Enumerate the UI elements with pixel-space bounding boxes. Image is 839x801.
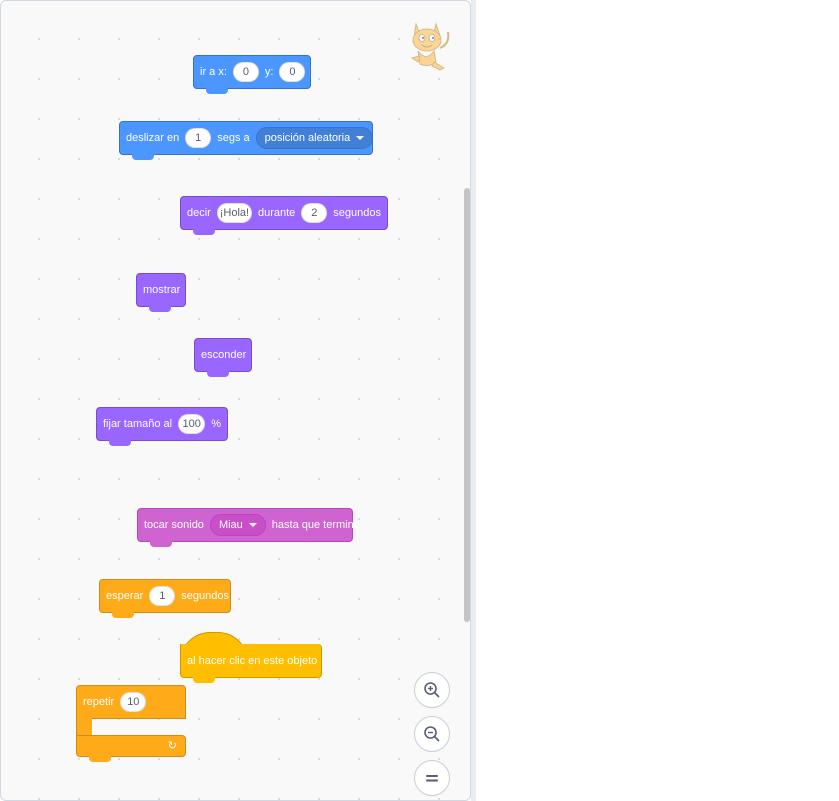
workspace-edge xyxy=(471,0,476,801)
size-label: fijar tamaño al xyxy=(103,418,173,430)
play-sound-label: tocar sonido xyxy=(144,519,204,531)
loop-arrow-icon: ↻ xyxy=(167,740,177,752)
sprite-cat-icon xyxy=(410,22,450,71)
glide-block[interactable]: deslizar en 1 segs a posición aleatoria xyxy=(119,121,374,160)
wait-unit: segundos xyxy=(181,590,230,602)
goto-y-input[interactable]: 0 xyxy=(279,62,306,82)
goto-label: ir a x: xyxy=(200,66,227,78)
set-size-block[interactable]: fijar tamaño al 100 % xyxy=(96,407,228,446)
goto-y-label: y: xyxy=(264,66,274,78)
say-for-secs-block[interactable]: decir ¡Hola! durante 2 segundos xyxy=(180,196,388,235)
vertical-scrollbar[interactable] xyxy=(464,188,470,622)
play-sound-until-label: hasta que termine xyxy=(271,519,360,531)
size-unit: % xyxy=(211,418,221,430)
sound-value: Miau xyxy=(218,519,243,531)
zoom-in-icon xyxy=(424,682,440,698)
repeat-block[interactable]: repetir 10 ↻ xyxy=(76,685,186,762)
say-secs-label: segundos xyxy=(333,207,381,219)
zoom-reset-button[interactable] xyxy=(414,760,450,796)
wait-block[interactable]: esperar 1 segundos xyxy=(99,579,231,618)
zoom-out-button[interactable] xyxy=(414,716,450,752)
say-during-label: durante xyxy=(257,207,296,219)
size-value-input[interactable]: 100 xyxy=(178,414,206,434)
say-label: decir xyxy=(187,207,211,219)
when-clicked-label: al hacer clic en este objeto xyxy=(187,654,318,667)
show-label: mostrar xyxy=(143,284,181,296)
dropdown-caret-icon xyxy=(356,136,365,140)
goto-xy-block[interactable]: ir a x: 0 y: 0 xyxy=(193,55,311,94)
hide-block[interactable]: esconder xyxy=(194,338,252,377)
zoom-out-icon xyxy=(424,726,440,742)
dropdown-caret-icon xyxy=(248,523,257,527)
hide-label: esconder xyxy=(201,349,247,361)
repeat-count-input[interactable]: 10 xyxy=(120,692,147,712)
wait-label: esperar xyxy=(106,590,144,602)
wait-value-input[interactable]: 1 xyxy=(149,586,176,606)
sound-dropdown[interactable]: Miau xyxy=(209,514,266,536)
glide-secs-input[interactable]: 1 xyxy=(185,128,212,148)
glide-secs-label: segs a xyxy=(217,132,250,144)
repeat-arm xyxy=(76,715,92,741)
zoom-in-button[interactable] xyxy=(414,672,450,708)
when-sprite-clicked-block[interactable]: al hacer clic en este objeto xyxy=(180,644,322,683)
say-secs-input[interactable]: 2 xyxy=(301,203,328,223)
goto-x-input[interactable]: 0 xyxy=(232,62,259,82)
play-sound-until-done-block[interactable]: tocar sonido Miau hasta que termine xyxy=(137,508,360,547)
show-block[interactable]: mostrar xyxy=(136,273,186,312)
repeat-header: repetir 10 xyxy=(76,685,186,719)
say-message-input[interactable]: ¡Hola! xyxy=(216,203,252,223)
glide-target-value: posición aleatoria xyxy=(264,132,351,144)
glide-label: deslizar en xyxy=(126,132,180,144)
glide-target-dropdown[interactable]: posición aleatoria xyxy=(255,127,374,149)
equals-icon xyxy=(426,775,438,782)
repeat-label: repetir xyxy=(83,696,115,708)
repeat-footer: ↻ xyxy=(76,735,186,762)
